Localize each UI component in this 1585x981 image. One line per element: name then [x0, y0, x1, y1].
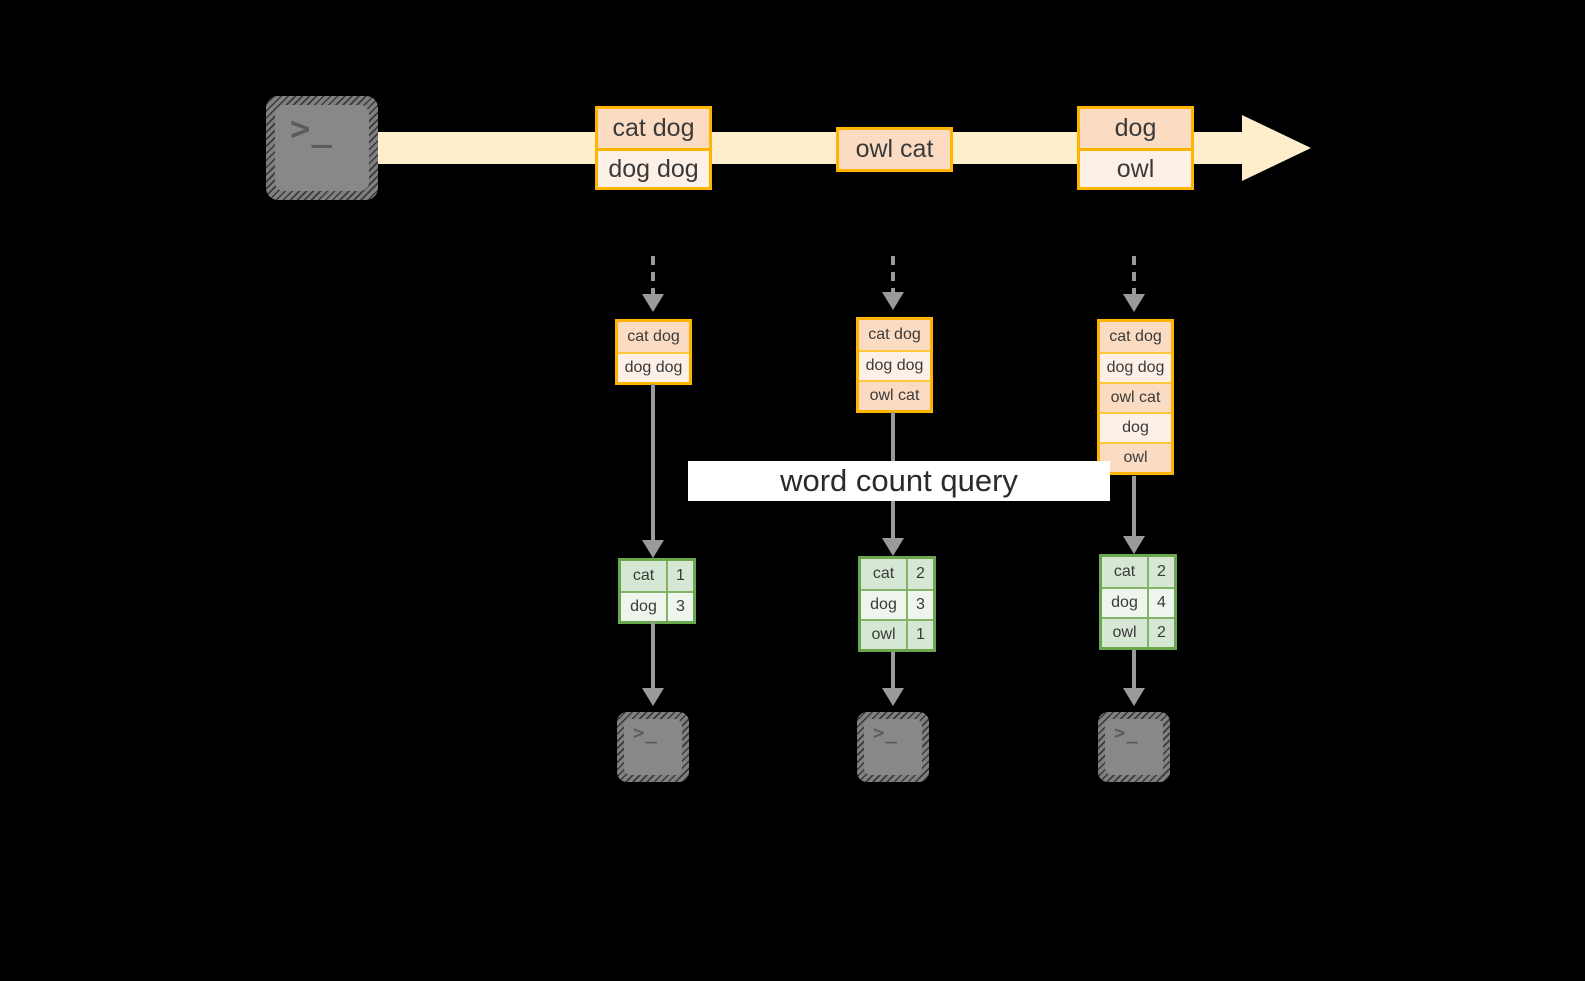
- stream-batch-3-row: owl: [1080, 148, 1191, 187]
- column-3-result-table[interactable]: cat 2 dog 4 owl 2: [1099, 554, 1177, 650]
- result-count: 2: [1147, 557, 1174, 587]
- terminal-prompt-glyph: >_: [633, 722, 658, 744]
- result-word: cat: [861, 559, 906, 589]
- column-1-ingest-arrowhead: [642, 294, 664, 312]
- column-3-ingest-dashed-line: [1132, 256, 1136, 294]
- stream-batch-1[interactable]: cat dog dog dog: [595, 106, 712, 190]
- result-count: 2: [906, 559, 933, 589]
- state-row: dog dog: [1100, 352, 1171, 382]
- result-word: owl: [1102, 619, 1147, 647]
- state-row: cat dog: [618, 322, 689, 352]
- result-count: 4: [1147, 589, 1174, 617]
- column-1-sink-terminal-icon[interactable]: >_: [617, 712, 689, 782]
- terminal-prompt-glyph: >_: [1114, 722, 1139, 744]
- column-3-query-arrowhead: [1123, 536, 1145, 554]
- column-1-result-table[interactable]: cat 1 dog 3: [618, 558, 696, 624]
- state-row: dog dog: [859, 350, 930, 380]
- table-row: cat 2: [1102, 557, 1174, 587]
- column-2-sink-arrowhead: [882, 688, 904, 706]
- result-word: cat: [1102, 557, 1147, 587]
- column-3-sink-line: [1132, 650, 1136, 688]
- column-2-sink-line: [891, 652, 895, 688]
- terminal-prompt-glyph: >_: [290, 109, 333, 149]
- state-row: cat dog: [1100, 322, 1171, 352]
- column-1-sink-line: [651, 622, 655, 688]
- terminal-prompt-glyph: >_: [873, 722, 898, 744]
- terminal-screen: [275, 105, 369, 191]
- stream-batch-1-row: dog dog: [598, 148, 709, 187]
- table-row: owl 1: [861, 619, 933, 649]
- column-1-query-line: [651, 384, 655, 540]
- query-label: word count query: [688, 461, 1110, 501]
- column-2-state-box[interactable]: cat dog dog dog owl cat: [856, 317, 933, 413]
- state-row: cat dog: [859, 320, 930, 350]
- column-1-state-box[interactable]: cat dog dog dog: [615, 319, 692, 385]
- table-row: dog 3: [621, 591, 693, 621]
- result-word: dog: [861, 591, 906, 619]
- column-2-ingest-dashed-line: [891, 256, 895, 294]
- source-terminal-icon[interactable]: >_: [266, 96, 378, 200]
- column-3-sink-arrowhead: [1123, 688, 1145, 706]
- state-row: dog: [1100, 412, 1171, 442]
- state-row: dog dog: [618, 352, 689, 382]
- column-3-sink-terminal-icon[interactable]: >_: [1098, 712, 1170, 782]
- result-count: 3: [666, 593, 693, 621]
- state-row: owl cat: [859, 380, 930, 410]
- stream-batch-2[interactable]: owl cat: [836, 127, 953, 172]
- column-3-query-line: [1132, 476, 1136, 536]
- table-row: cat 2: [861, 559, 933, 589]
- query-label-text: word count query: [780, 463, 1018, 498]
- terminal-screen: [864, 719, 922, 775]
- column-2-sink-terminal-icon[interactable]: >_: [857, 712, 929, 782]
- result-count: 3: [906, 591, 933, 619]
- column-3-state-box[interactable]: cat dog dog dog owl cat dog owl: [1097, 319, 1174, 475]
- column-2-result-table[interactable]: cat 2 dog 3 owl 1: [858, 556, 936, 652]
- column-1-sink-arrowhead: [642, 688, 664, 706]
- result-count: 2: [1147, 619, 1174, 647]
- column-1-ingest-dashed-line: [651, 256, 655, 294]
- result-count: 1: [906, 621, 933, 649]
- result-count: 1: [666, 561, 693, 591]
- column-2-ingest-arrowhead: [882, 292, 904, 310]
- table-row: cat 1: [621, 561, 693, 591]
- stream-batch-1-row: cat dog: [598, 109, 709, 148]
- table-row: dog 3: [861, 589, 933, 619]
- terminal-screen: [624, 719, 682, 775]
- result-word: owl: [861, 621, 906, 649]
- column-3-ingest-arrowhead: [1123, 294, 1145, 312]
- stream-batch-3-row: dog: [1080, 109, 1191, 148]
- stream-batch-3[interactable]: dog owl: [1077, 106, 1194, 190]
- terminal-screen: [1105, 719, 1163, 775]
- column-1-query-arrowhead: [642, 540, 664, 558]
- result-word: cat: [621, 561, 666, 591]
- state-row: owl: [1100, 442, 1171, 472]
- stream-batch-2-row: owl cat: [839, 130, 950, 169]
- result-word: dog: [1102, 589, 1147, 617]
- column-2-query-arrowhead: [882, 538, 904, 556]
- table-row: dog 4: [1102, 587, 1174, 617]
- result-word: dog: [621, 593, 666, 621]
- state-row: owl cat: [1100, 382, 1171, 412]
- table-row: owl 2: [1102, 617, 1174, 647]
